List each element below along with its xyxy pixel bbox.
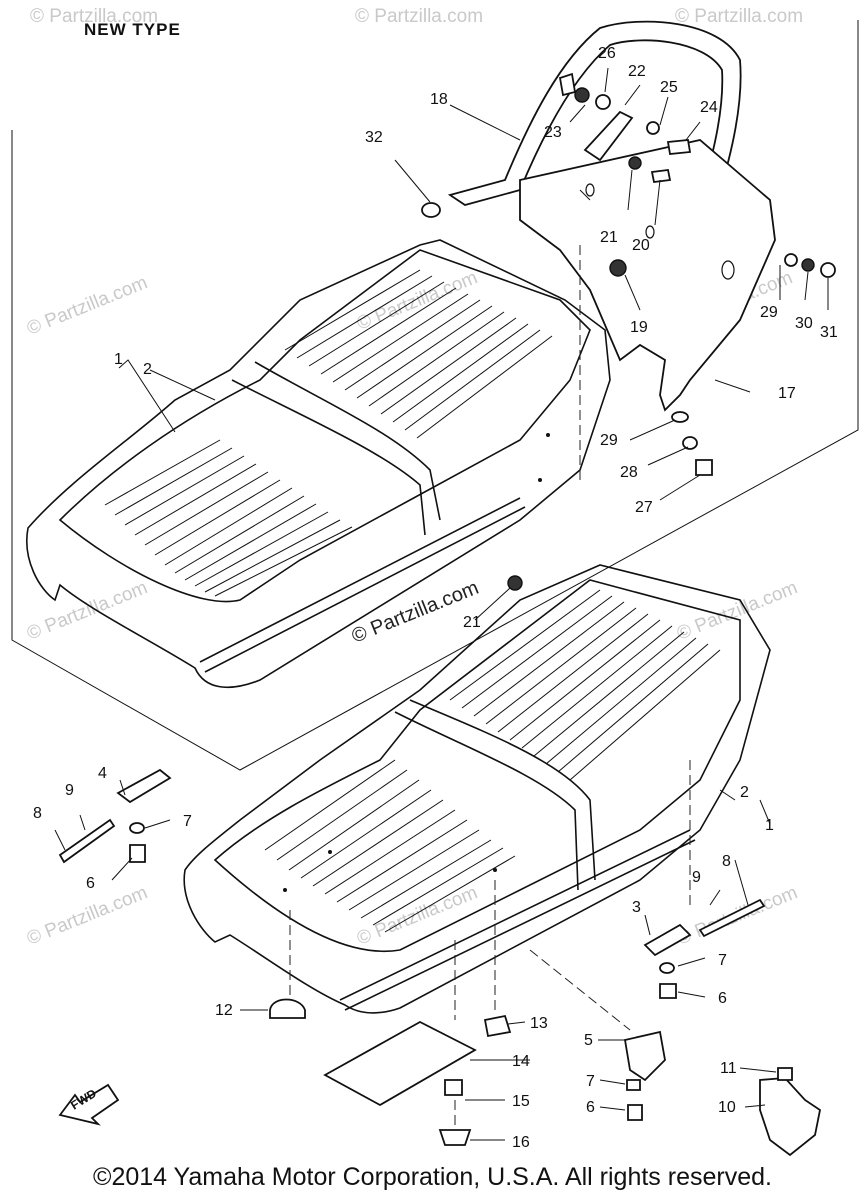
diagram-title: NEW TYPE bbox=[84, 20, 181, 39]
watermark: © Partzilla.com bbox=[24, 882, 151, 949]
copyright-notice: ©2014 Yamaha Motor Corporation, U.S.A. A… bbox=[93, 1163, 772, 1191]
callout-13: 13 bbox=[530, 1015, 548, 1032]
lower-seat bbox=[183, 564, 771, 1014]
callout-6: 6 bbox=[718, 990, 727, 1007]
callout-2: 2 bbox=[740, 784, 749, 801]
callout-29: 29 bbox=[760, 304, 778, 321]
callout-1: 1 bbox=[114, 351, 123, 368]
watermark: © Partzilla.com bbox=[355, 6, 483, 27]
callout-3: 3 bbox=[632, 899, 641, 916]
callout-5: 5 bbox=[584, 1032, 593, 1049]
tail-cover-part bbox=[519, 139, 776, 412]
callout-6: 6 bbox=[586, 1099, 595, 1116]
callout-7: 7 bbox=[718, 952, 727, 969]
callout-27: 27 bbox=[635, 499, 653, 516]
callout-22: 22 bbox=[628, 63, 646, 80]
callout-32: 32 bbox=[365, 129, 383, 146]
callout-28: 28 bbox=[620, 464, 638, 481]
callout-29: 29 bbox=[600, 432, 618, 449]
watermark: © Partzilla.com bbox=[354, 882, 481, 949]
callout-21: 21 bbox=[600, 229, 618, 246]
callout-21: 21 bbox=[463, 614, 481, 631]
callout-20: 20 bbox=[632, 237, 650, 254]
callout-18: 18 bbox=[430, 91, 448, 108]
assembly-outline bbox=[11, 20, 859, 771]
callout-6: 6 bbox=[86, 875, 95, 892]
watermark: © Partzilla.com bbox=[354, 267, 481, 334]
watermark: © Partzilla.com bbox=[674, 577, 801, 644]
callout-16: 16 bbox=[512, 1134, 530, 1151]
callout-8: 8 bbox=[722, 853, 731, 870]
callout-30: 30 bbox=[795, 315, 813, 332]
watermark: © Partzilla.com bbox=[30, 6, 158, 27]
assembly-lines bbox=[289, 245, 691, 1130]
callout-24: 24 bbox=[700, 99, 718, 116]
callout-26: 26 bbox=[598, 45, 616, 62]
callout-9: 9 bbox=[65, 782, 74, 799]
upper-hardware bbox=[421, 72, 836, 591]
watermark: © Partzilla.com bbox=[24, 272, 151, 339]
lower-hardware bbox=[58, 768, 822, 1157]
callout-19: 19 bbox=[630, 319, 648, 336]
fwd-arrow-icon: FWD bbox=[58, 1083, 120, 1126]
callout-1: 1 bbox=[765, 817, 774, 834]
watermark: © Partzilla.com bbox=[675, 6, 803, 27]
upper-seat bbox=[26, 239, 611, 689]
callout-14: 14 bbox=[512, 1053, 530, 1070]
callout-10: 10 bbox=[718, 1099, 736, 1116]
callout-numbers: 1 2 1 2 3 4 5 6 6 6 7 7 7 8 8 9 9 10 11 … bbox=[33, 45, 838, 1151]
callout-8: 8 bbox=[33, 805, 42, 822]
callout-4: 4 bbox=[98, 765, 107, 782]
callout-9: 9 bbox=[692, 869, 701, 886]
callout-2: 2 bbox=[143, 361, 152, 378]
callout-23: 23 bbox=[544, 124, 562, 141]
callout-7: 7 bbox=[183, 813, 192, 830]
callout-12: 12 bbox=[215, 1002, 233, 1019]
leader-lines bbox=[54, 67, 829, 1141]
callout-7: 7 bbox=[586, 1073, 595, 1090]
callout-31: 31 bbox=[820, 324, 838, 341]
callout-11: 11 bbox=[720, 1060, 737, 1077]
callout-17: 17 bbox=[778, 385, 796, 402]
callout-25: 25 bbox=[660, 79, 678, 96]
callout-15: 15 bbox=[512, 1093, 530, 1110]
